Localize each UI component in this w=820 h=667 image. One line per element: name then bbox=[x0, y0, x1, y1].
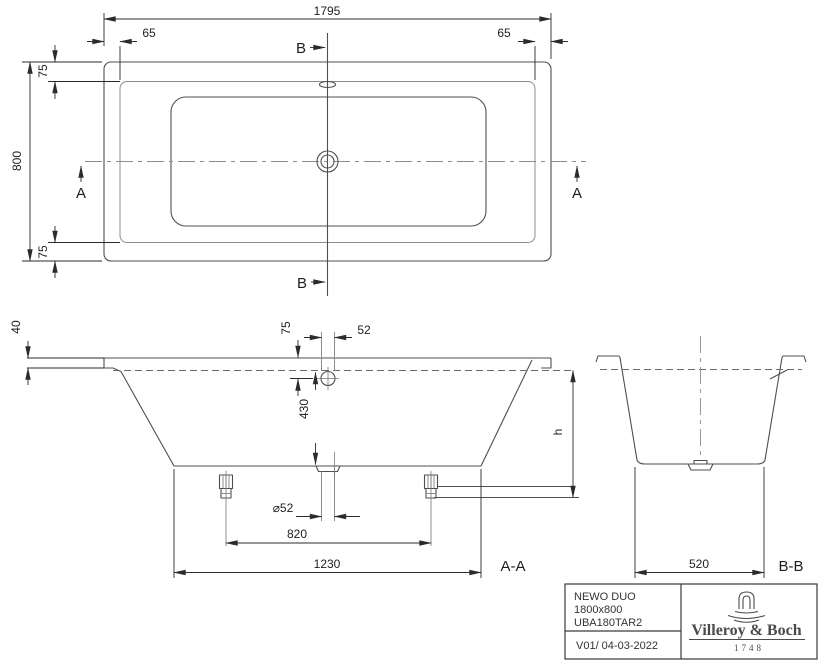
section-b-top-label: B bbox=[296, 40, 306, 57]
adjustable-foot-right bbox=[423, 471, 439, 546]
section-a-right-label: A bbox=[572, 185, 582, 202]
dim-430-label: 430 bbox=[297, 399, 311, 419]
brand-name: Villeroy & Boch bbox=[691, 622, 801, 639]
dim-430: 430 bbox=[297, 371, 319, 466]
rim-tick-mark bbox=[769, 369, 788, 380]
dim-drain-diameter-label: ⌀52 bbox=[273, 501, 294, 515]
section-marker-a-right: A bbox=[572, 165, 582, 202]
dim-1795-label: 1795 bbox=[314, 4, 341, 18]
dim-40-label: 40 bbox=[9, 320, 23, 334]
dim-h-label: h bbox=[551, 429, 565, 436]
tub-profile-aa bbox=[103, 357, 552, 467]
logo-waves-icon bbox=[727, 610, 766, 623]
brand-year: 1748 bbox=[734, 643, 764, 653]
dim-820-label: 820 bbox=[287, 527, 307, 541]
drain-outlet bbox=[315, 452, 341, 521]
dim-h: h bbox=[551, 369, 576, 499]
dim-520: 520 bbox=[634, 467, 765, 578]
adjustable-foot-left bbox=[218, 471, 234, 546]
dim-52: 52 bbox=[304, 323, 371, 341]
product-size: 1800x800 bbox=[574, 604, 622, 616]
dim-820: 820 bbox=[225, 527, 432, 546]
section-marker-b-top: B bbox=[296, 40, 326, 57]
dim-65-right: 65 bbox=[497, 26, 568, 80]
drain-symbol bbox=[316, 150, 339, 173]
dim-1795: 1795 bbox=[103, 4, 552, 59]
tub-profile-bb bbox=[595, 355, 807, 465]
section-marker-a-left: A bbox=[76, 165, 86, 202]
dim-75-aa-label: 75 bbox=[279, 321, 293, 335]
section-aa-view: 40 75 52 430 ⌀52 820 bbox=[9, 320, 579, 578]
overflow-pipe bbox=[317, 332, 339, 390]
dim-65-right-label: 65 bbox=[497, 26, 511, 40]
dim-75-top: 75 bbox=[36, 45, 120, 99]
product-article-number: UBA180TAR2 bbox=[574, 617, 642, 629]
section-aa-title: A-A bbox=[500, 558, 525, 575]
dim-1230-label: 1230 bbox=[314, 557, 341, 571]
title-block: NEWO DUO 1800x800 UBA180TAR2 V01/ 04-03-… bbox=[564, 583, 818, 660]
dim-800: 800 bbox=[10, 61, 102, 262]
logo-arch-icon bbox=[738, 591, 755, 609]
overflow-symbol bbox=[318, 80, 337, 89]
dim-75-top-label: 75 bbox=[36, 64, 50, 78]
villeroy-boch-logo: Villeroy & Boch 1748 bbox=[689, 591, 805, 653]
dim-40: 40 bbox=[9, 320, 104, 385]
product-model: NEWO DUO bbox=[574, 591, 636, 603]
title-block-border bbox=[564, 583, 818, 660]
section-b-bottom-label: B bbox=[297, 275, 307, 292]
section-bb-title: B-B bbox=[778, 558, 803, 575]
dim-65-left: 65 bbox=[87, 26, 156, 80]
drain-outlet-bb bbox=[687, 459, 714, 471]
dim-75-bottom: 75 bbox=[36, 226, 120, 278]
drawing-version: V01/ 04-03-2022 bbox=[576, 640, 658, 652]
dim-drain-diameter: ⌀52 bbox=[273, 501, 360, 520]
dim-800-label: 800 bbox=[10, 151, 24, 171]
section-marker-b-bottom: B bbox=[297, 275, 326, 292]
dim-1230: 1230 bbox=[173, 469, 482, 578]
section-a-left-label: A bbox=[76, 185, 86, 202]
dim-75-aa: 75 bbox=[279, 321, 313, 396]
dim-65-left-label: 65 bbox=[142, 26, 156, 40]
plan-view: 1795 65 65 800 75 bbox=[10, 4, 586, 296]
dim-75-bottom-label: 75 bbox=[36, 245, 50, 259]
dim-52-label: 52 bbox=[357, 323, 371, 337]
dim-520-label: 520 bbox=[689, 557, 709, 571]
section-bb-view: 520 B-B bbox=[595, 336, 807, 578]
